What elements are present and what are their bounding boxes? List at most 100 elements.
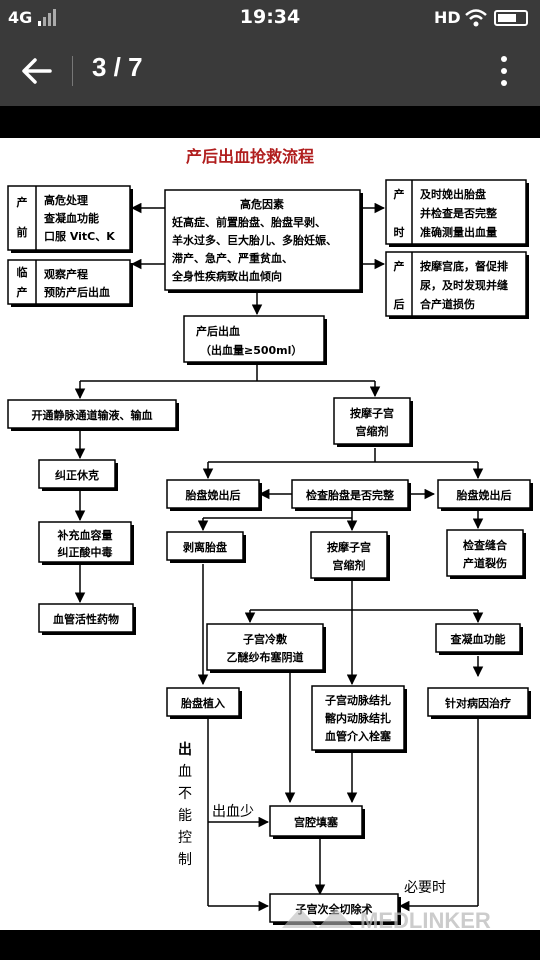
svg-text:羊水过多、巨大胎儿、多胎妊娠、: 羊水过多、巨大胎儿、多胎妊娠、 <box>172 233 337 247</box>
svg-text:口服 VitC、K: 口服 VitC、K <box>44 230 115 243</box>
svg-text:观察产程: 观察产程 <box>44 267 88 281</box>
svg-text:尿，及时发现并缝: 尿，及时发现并缝 <box>420 278 508 292</box>
clock: 19:34 <box>239 6 301 28</box>
svg-text:后: 后 <box>394 297 405 311</box>
svg-text:开通静脉通道输液、输血: 开通静脉通道输液、输血 <box>32 408 153 422</box>
svg-text:按摩子宫: 按摩子宫 <box>327 540 371 554</box>
svg-text:控: 控 <box>178 830 192 846</box>
svg-text:检查胎盘是否完整: 检查胎盘是否完整 <box>306 488 394 502</box>
svg-text:高危因素: 高危因素 <box>240 197 284 211</box>
note-when-needed: 必要时 <box>404 880 446 896</box>
more-vert-icon[interactable] <box>494 54 514 88</box>
divider <box>72 56 73 86</box>
wifi-icon <box>465 9 487 27</box>
svg-text:妊高症、前置胎盘、胎盘早剥、: 妊高症、前置胎盘、胎盘早剥、 <box>172 215 326 229</box>
signal-icon <box>38 9 56 26</box>
svg-text:子宫动脉结扎: 子宫动脉结扎 <box>325 693 391 707</box>
svg-text:血管介入栓塞: 血管介入栓塞 <box>325 729 392 743</box>
iv-box: 开通静脉通道输液、输血 <box>7 399 179 431</box>
page-indicator: 3 / 7 <box>92 52 143 82</box>
pph-box: 产后出血 （出血量≥500ml） <box>183 315 327 365</box>
svg-text:产: 产 <box>17 195 28 209</box>
delivery-box: 产 时 及时娩出胎盘 并检查是否完整 准确测量出血量 <box>385 179 529 247</box>
svg-text:产后出血: 产后出血 <box>196 324 240 338</box>
svg-text:产: 产 <box>394 187 405 201</box>
massage-box-2: 按摩子宫 宫缩剂 <box>310 531 390 581</box>
svg-text:产道裂伤: 产道裂伤 <box>463 556 507 570</box>
note-less-bleeding: 出血少 <box>212 804 254 820</box>
massage-box-1: 按摩子宫 宫缩剂 <box>333 397 413 447</box>
svg-text:高危处理: 高危处理 <box>44 193 88 207</box>
placenta-box-right: 胎盘娩出后 <box>437 479 533 511</box>
svg-text:髂内动脉结扎: 髂内动脉结扎 <box>325 711 391 725</box>
svg-text:子宫次全切除术: 子宫次全切除术 <box>296 902 373 916</box>
svg-text:出: 出 <box>178 741 192 758</box>
svg-text:并检查是否完整: 并检查是否完整 <box>420 206 497 220</box>
peel-placenta-box: 剥离胎盘 <box>166 531 246 563</box>
ligation-box: 子宫动脉结扎 髂内动脉结扎 血管介入栓塞 <box>311 685 407 753</box>
svg-text:胎盘娩出后: 胎盘娩出后 <box>456 488 512 502</box>
risk-factors-box: 高危因素 妊高症、前置胎盘、胎盘早剥、 羊水过多、巨大胎儿、多胎妊娠、 滞产、急… <box>164 189 363 293</box>
svg-text:产: 产 <box>394 259 405 273</box>
postnatal-box: 产 后 按摩宫底，督促排 尿，及时发现并缝 合产道损伤 <box>385 251 529 319</box>
svg-text:针对病因治疗: 针对病因治疗 <box>445 696 511 710</box>
svg-text:制: 制 <box>178 852 192 868</box>
svg-text:合产道损伤: 合产道损伤 <box>420 297 475 311</box>
svg-text:能: 能 <box>178 808 192 824</box>
back-arrow-icon[interactable] <box>20 54 54 88</box>
svg-text:按摩子宫: 按摩子宫 <box>350 406 394 420</box>
svg-text:查凝血功能: 查凝血功能 <box>44 211 99 225</box>
svg-text:纠正酸中毒: 纠正酸中毒 <box>58 545 113 559</box>
svg-text:产: 产 <box>17 285 28 299</box>
hd-indicator: HD <box>434 8 461 27</box>
svg-text:及时娩出胎盘: 及时娩出胎盘 <box>420 187 486 201</box>
watermark-logo-icon <box>282 908 318 928</box>
status-bar: 4G 19:34 HD <box>0 0 540 36</box>
network-type: 4G <box>8 8 33 27</box>
volume-box: 补充血容量 纠正酸中毒 <box>38 521 134 565</box>
cause-treatment-box: 针对病因治疗 <box>427 687 531 719</box>
svg-text:胎盘娩出后: 胎盘娩出后 <box>185 488 241 502</box>
svg-text:剥离胎盘: 剥离胎盘 <box>183 540 227 554</box>
svg-text:宫缩剂: 宫缩剂 <box>333 558 366 572</box>
document-image: 产后出血抢救流程 <box>0 138 540 930</box>
watermark: MEDLINKER <box>282 908 491 930</box>
flow-title: 产后出血抢救流程 <box>186 147 314 166</box>
svg-text:预防产后出血: 预防产后出血 <box>44 285 110 299</box>
birth-box: 临 产 观察产程 预防产后出血 <box>7 259 133 307</box>
handwritten-notes: 出 血 不 能 控 制 出血少 必要时 <box>178 741 446 896</box>
vasoactive-box: 血管活性药物 <box>38 603 136 635</box>
svg-text:补充血容量: 补充血容量 <box>57 528 113 542</box>
accreta-box: 胎盘植入 <box>166 687 242 719</box>
svg-text:不: 不 <box>178 786 192 802</box>
flowchart: 产后出血抢救流程 <box>7 147 533 930</box>
svg-text:MEDLINKER: MEDLINKER <box>360 908 491 930</box>
svg-text:纠正休克: 纠正休克 <box>55 468 99 482</box>
svg-text:子宫冷敷: 子宫冷敷 <box>243 632 288 646</box>
svg-text:血: 血 <box>178 764 192 780</box>
battery-icon <box>494 10 528 26</box>
svg-text:宫腔填塞: 宫腔填塞 <box>294 815 339 829</box>
svg-text:临: 临 <box>17 265 28 279</box>
svg-text:滞产、急产、严重贫血、: 滞产、急产、严重贫血、 <box>172 251 293 265</box>
svg-text:准确测量出血量: 准确测量出血量 <box>420 225 497 239</box>
placenta-box-left: 胎盘娩出后 <box>166 479 262 511</box>
svg-text:（出血量≥500ml）: （出血量≥500ml） <box>200 343 302 357</box>
svg-text:乙醚纱布塞阴道: 乙醚纱布塞阴道 <box>227 650 304 664</box>
svg-text:检查缝合: 检查缝合 <box>463 538 508 552</box>
prenatal-box: 产 前 高危处理 查凝血功能 口服 VitC、K <box>7 185 133 253</box>
check-placenta-box: 检查胎盘是否完整 <box>291 479 411 511</box>
packing-box: 宫腔填塞 <box>269 805 365 839</box>
cold-compress-box: 子宫冷敷 乙醚纱布塞阴道 <box>206 623 326 673</box>
svg-text:血管活性药物: 血管活性药物 <box>53 612 119 626</box>
coagulation-box: 查凝血功能 <box>435 623 523 655</box>
svg-text:胎盘植入: 胎盘植入 <box>180 696 225 710</box>
svg-text:查凝血功能: 查凝血功能 <box>451 632 506 646</box>
svg-text:前: 前 <box>17 225 28 239</box>
shock-box: 纠正休克 <box>38 459 118 491</box>
svg-text:全身性疾病致出血倾向: 全身性疾病致出血倾向 <box>171 269 282 283</box>
app-bar: 3 / 7 <box>0 36 540 106</box>
check-suture-box: 检查缝合 产道裂伤 <box>446 529 526 579</box>
svg-text:宫缩剂: 宫缩剂 <box>356 424 389 438</box>
svg-text:时: 时 <box>394 225 405 239</box>
